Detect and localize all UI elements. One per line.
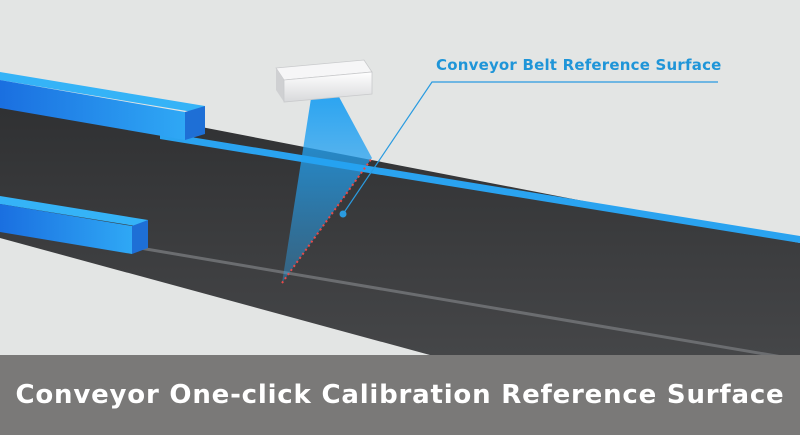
callout-anchor-dot	[339, 210, 347, 218]
lower-rail-end	[132, 220, 148, 254]
caption-bar: Conveyor One-click Calibration Reference…	[0, 355, 800, 435]
conveyor-belt	[0, 88, 800, 355]
upper-rail-face	[0, 80, 185, 140]
sensor-side	[283, 71, 373, 103]
callout-leader-line	[342, 81, 718, 215]
lower-rail-top	[0, 196, 148, 228]
upper-rail-end	[185, 106, 205, 140]
lower-rail-face	[0, 204, 132, 254]
callout-label: Conveyor Belt Reference Surface	[436, 56, 722, 74]
reference-line	[281, 157, 373, 284]
upper-rail-top	[0, 72, 205, 114]
caption-text: Conveyor One-click Calibration Reference…	[15, 380, 785, 410]
laser-fan	[282, 92, 372, 283]
belt-edge-highlight	[139, 246, 800, 362]
sensor-front	[276, 68, 284, 102]
